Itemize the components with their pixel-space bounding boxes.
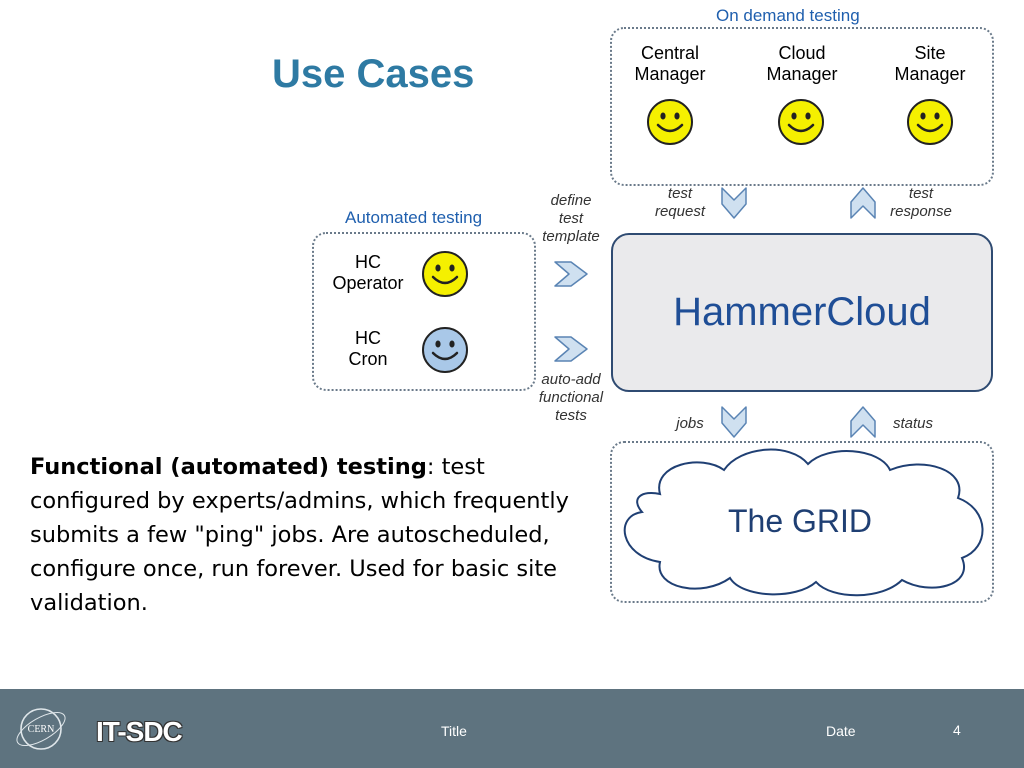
note-line: auto-add (541, 371, 601, 388)
note-line: test (908, 185, 934, 202)
grid-label: The GRID (727, 503, 873, 539)
right-arrow-icon (554, 261, 588, 287)
auto-add-note: auto-add functional tests (531, 371, 611, 425)
jobs-note: jobs (676, 415, 704, 432)
status-note: status (892, 415, 934, 432)
define-template-note: define test template (531, 192, 611, 246)
footer-brand: IT-SDC (96, 716, 183, 747)
role-label-line2: Manager (766, 64, 838, 84)
role-label-line1: HC (355, 328, 381, 348)
note-line: response (890, 203, 952, 220)
smiley-icon (422, 251, 468, 297)
slide-title: Use Cases (272, 52, 475, 96)
role-label-line2: Cron (348, 349, 388, 369)
smiley-icon (647, 99, 693, 145)
up-arrow-icon (850, 406, 876, 438)
down-arrow-icon (721, 406, 747, 438)
footer-title: Title (441, 723, 467, 739)
note-line: tests (555, 407, 587, 424)
note-line: test (667, 185, 693, 202)
cern-logo-icon: CERN (16, 708, 66, 750)
cern-logo-text: CERN (28, 724, 55, 735)
role-label-line2: Manager (894, 64, 966, 84)
blue-smiley-icon (422, 327, 468, 373)
automated-group (312, 232, 536, 391)
description-rest: : test configured by experts/admins, whi… (30, 454, 569, 616)
note-line: test (558, 210, 584, 227)
note-line: functional (538, 389, 604, 406)
description-bold: Functional (automated) testing (30, 454, 427, 480)
role-hc-cron: HC Cron (318, 328, 418, 370)
footer-date: Date (826, 723, 856, 739)
hammercloud-node (611, 233, 993, 392)
smiley-icon (907, 99, 953, 145)
note-line: request (654, 203, 706, 220)
cloud-icon (623, 448, 984, 597)
role-hc-operator: HC Operator (318, 252, 418, 294)
smiley-icon (778, 99, 824, 145)
automated-title: Automated testing (345, 208, 483, 227)
role-label-line2: Operator (332, 273, 404, 293)
role-site-manager: Site Manager (880, 43, 980, 85)
role-label-line1: Cloud (778, 43, 826, 63)
hammercloud-label: HammerCloud (673, 290, 931, 334)
role-label-line1: Site (914, 43, 946, 63)
description-text: Functional (automated) testing: test con… (30, 450, 590, 620)
role-cloud-manager: Cloud Manager (752, 43, 852, 85)
note-line: define (550, 192, 592, 209)
role-label-line1: Central (640, 43, 700, 63)
grid-group (610, 441, 994, 603)
footer-bar (0, 689, 1024, 768)
up-arrow-icon (850, 187, 876, 219)
role-label-line1: HC (355, 252, 381, 272)
footer-page-number: 4 (953, 722, 961, 738)
test-request-note: test request (645, 185, 715, 221)
on-demand-group (610, 27, 994, 186)
down-arrow-icon (721, 187, 747, 219)
note-line: template (542, 228, 600, 245)
test-response-note: test response (880, 185, 962, 221)
role-central-manager: Central Manager (620, 43, 720, 85)
role-label-line2: Manager (634, 64, 706, 84)
right-arrow-icon (554, 336, 588, 362)
on-demand-title: On demand testing (716, 6, 860, 25)
